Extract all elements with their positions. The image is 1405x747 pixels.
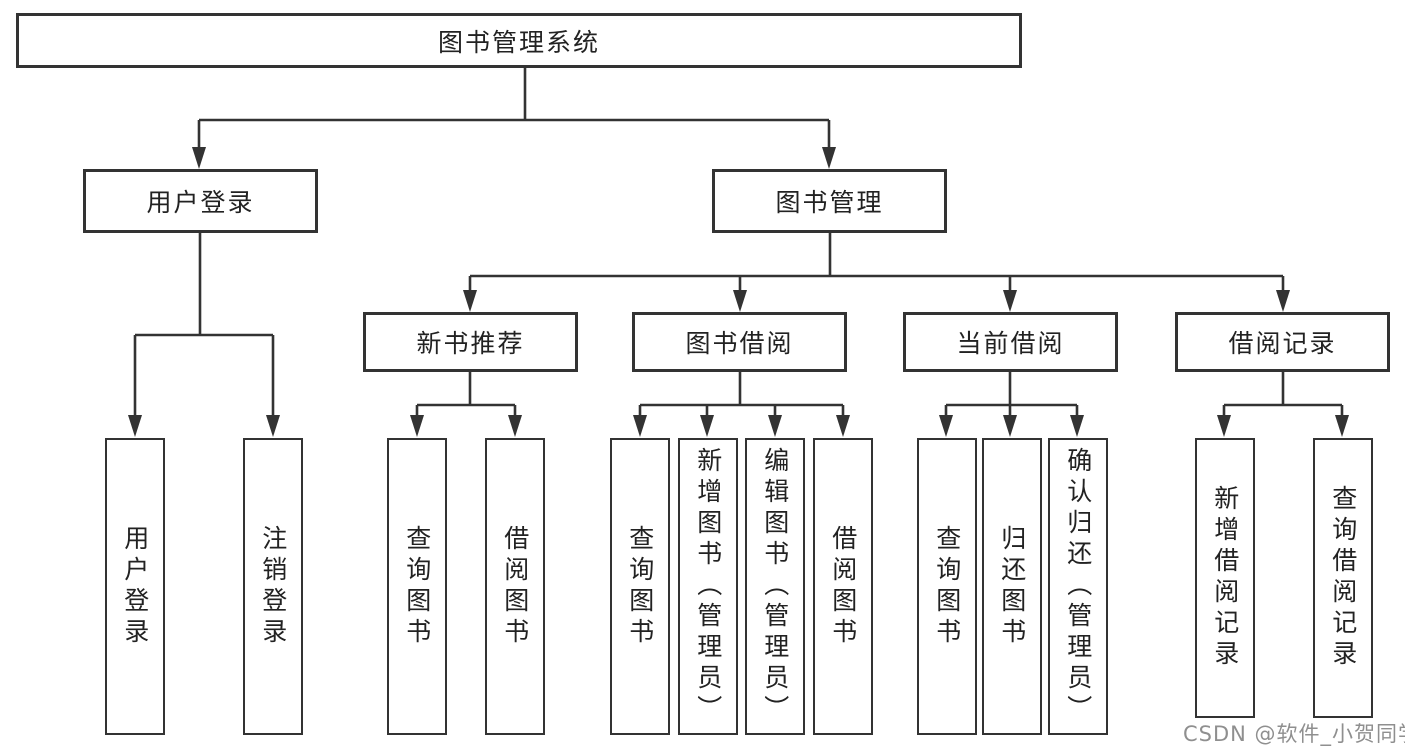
arrowhead bbox=[410, 415, 424, 437]
leaf-label: 归还图书 bbox=[997, 524, 1027, 649]
leaf-borrow-books-recommend: 借阅图书 bbox=[485, 438, 545, 735]
node-current-borrowing: 当前借阅 bbox=[903, 312, 1118, 372]
arrowhead bbox=[822, 147, 836, 169]
leaf-confirm-return-admin: 确认归还（管理员） bbox=[1048, 438, 1108, 735]
leaf-add-book-admin: 新增图书（管理员） bbox=[678, 438, 738, 735]
leaf-label: 查询图书 bbox=[932, 524, 962, 649]
leaf-label: 查询图书 bbox=[402, 524, 432, 649]
arrowhead bbox=[733, 290, 747, 312]
arrowhead bbox=[700, 415, 714, 437]
leaf-label: 注销登录 bbox=[258, 524, 288, 649]
arrowhead bbox=[633, 415, 647, 437]
arrowhead bbox=[1276, 290, 1290, 312]
leaf-logout-login: 注销登录 bbox=[243, 438, 303, 735]
arrowhead bbox=[463, 290, 477, 312]
arrowhead bbox=[192, 147, 206, 169]
leaf-label: 查询图书 bbox=[625, 524, 655, 649]
node-book-management: 图书管理 bbox=[712, 169, 947, 233]
arrowhead bbox=[939, 415, 953, 437]
leaf-label: 查询借阅记录 bbox=[1328, 485, 1358, 671]
arrowhead bbox=[128, 415, 142, 437]
arrowhead bbox=[1070, 415, 1084, 437]
arrowhead bbox=[1217, 415, 1231, 437]
arrowhead bbox=[836, 415, 850, 437]
leaf-query-books-borrow: 查询图书 bbox=[610, 438, 670, 735]
node-borrowing-records: 借阅记录 bbox=[1175, 312, 1390, 372]
node-library-system: 图书管理系统 bbox=[16, 13, 1022, 68]
leaf-query-books-current: 查询图书 bbox=[917, 438, 977, 735]
leaf-label: 新增图书（管理员） bbox=[693, 447, 723, 726]
arrowhead bbox=[266, 415, 280, 437]
leaf-label: 确认归还（管理员） bbox=[1063, 447, 1093, 726]
arrowhead bbox=[508, 415, 522, 437]
leaf-label: 借阅图书 bbox=[828, 524, 858, 649]
leaf-label: 新增借阅记录 bbox=[1210, 485, 1240, 671]
leaf-add-borrow-record: 新增借阅记录 bbox=[1195, 438, 1255, 718]
leaf-user-login: 用户登录 bbox=[105, 438, 165, 735]
watermark-text: CSDN @软件_小贺同学 bbox=[1183, 722, 1405, 746]
arrowhead bbox=[1003, 290, 1017, 312]
leaf-query-borrow-record: 查询借阅记录 bbox=[1313, 438, 1373, 718]
leaf-label: 用户登录 bbox=[120, 524, 150, 649]
leaf-label: 编辑图书（管理员） bbox=[760, 447, 790, 726]
leaf-borrow-books: 借阅图书 bbox=[813, 438, 873, 735]
leaf-query-books-recommend: 查询图书 bbox=[387, 438, 447, 735]
arrowhead bbox=[1003, 415, 1017, 437]
leaf-label: 借阅图书 bbox=[500, 524, 530, 649]
node-user-login: 用户登录 bbox=[83, 169, 318, 233]
arrowhead bbox=[1335, 415, 1349, 437]
node-new-book-recommendation: 新书推荐 bbox=[363, 312, 578, 372]
leaf-edit-book-admin: 编辑图书（管理员） bbox=[745, 438, 805, 735]
node-book-borrowing: 图书借阅 bbox=[632, 312, 847, 372]
leaf-return-books: 归还图书 bbox=[982, 438, 1042, 735]
arrowhead bbox=[768, 415, 782, 437]
